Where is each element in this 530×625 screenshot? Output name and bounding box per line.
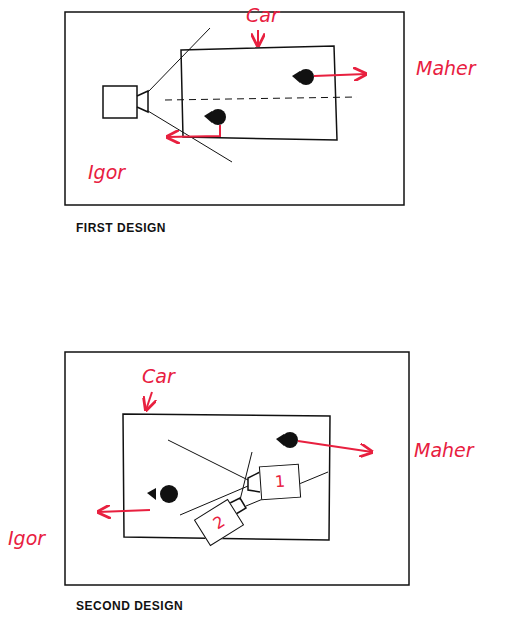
person-label: Maher bbox=[416, 58, 476, 79]
callout-label: Car bbox=[142, 366, 175, 387]
view-cone bbox=[168, 440, 248, 480]
head bbox=[210, 109, 226, 125]
camera-body bbox=[103, 86, 137, 118]
camera-lens bbox=[248, 472, 260, 492]
facing-arrow bbox=[98, 510, 150, 512]
view-cone bbox=[240, 452, 252, 500]
head bbox=[160, 485, 178, 503]
camera-lens bbox=[137, 91, 148, 112]
car-outline bbox=[181, 46, 337, 140]
pointer-arrow bbox=[257, 30, 259, 46]
callout-label: Car bbox=[246, 5, 279, 26]
facing-arrow bbox=[298, 441, 372, 452]
caption: FIRST DESIGN bbox=[76, 222, 166, 235]
facing-arrow bbox=[167, 125, 220, 137]
axis-line bbox=[165, 97, 357, 100]
frame bbox=[65, 12, 404, 205]
camera-box: 1 bbox=[259, 464, 301, 501]
facing-arrow bbox=[314, 74, 366, 76]
person-label: Igor bbox=[88, 162, 125, 183]
caption: SECOND DESIGN bbox=[76, 600, 183, 613]
view-cone bbox=[148, 28, 210, 92]
head bbox=[282, 432, 298, 448]
pointer-arrow bbox=[146, 392, 152, 410]
head-nose bbox=[147, 488, 156, 500]
camera-number: 1 bbox=[274, 473, 285, 491]
person-label: Igor bbox=[8, 528, 45, 549]
person-label: Maher bbox=[414, 440, 474, 461]
frame bbox=[65, 352, 409, 585]
head bbox=[298, 69, 314, 85]
camera-number: 2 bbox=[210, 512, 228, 532]
